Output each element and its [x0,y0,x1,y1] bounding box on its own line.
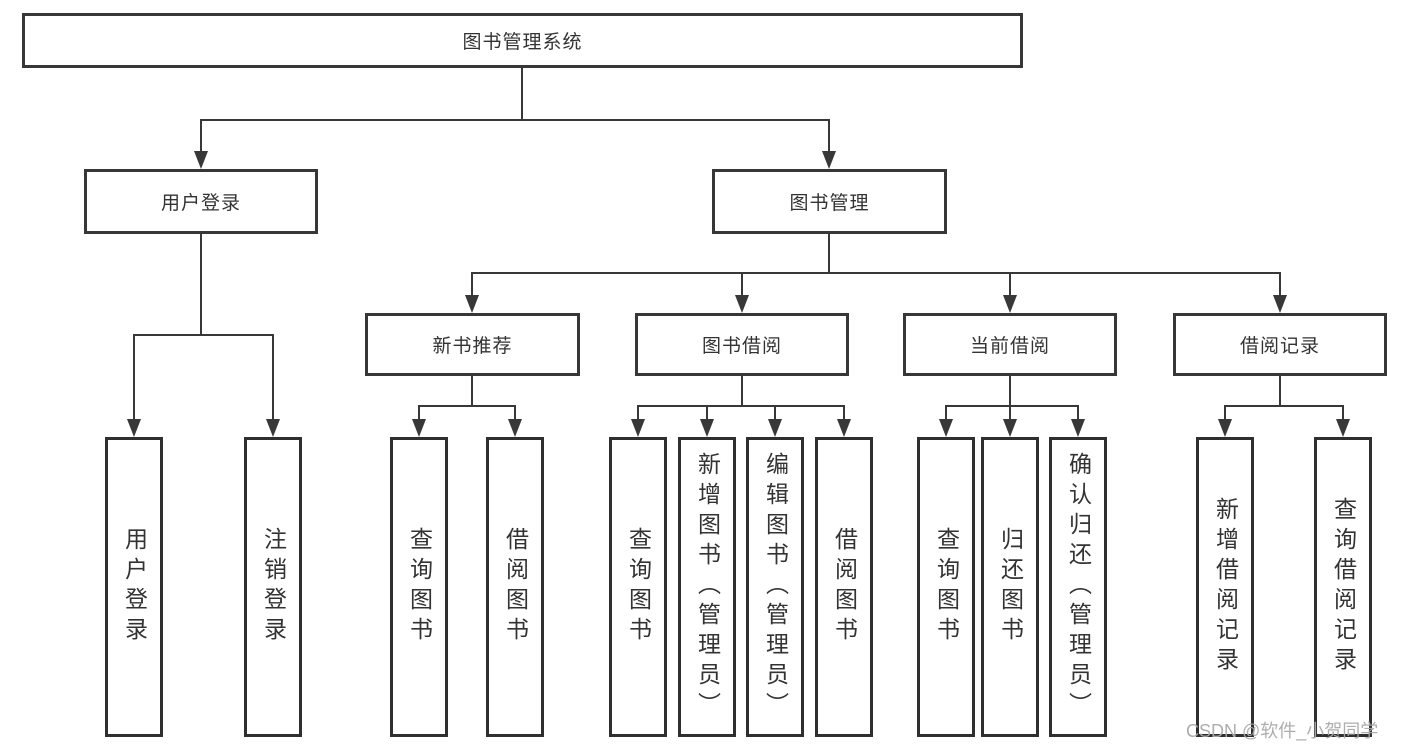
node-label: 用户登录 [160,193,241,214]
connector-vline [1009,405,1011,421]
connector-vline [706,405,708,421]
node-label: 归还图书 [997,527,1024,647]
connector-vline [1279,376,1281,407]
connector-vline [521,68,523,120]
node-new-book-recommendation: 新书推荐 [365,313,580,376]
connector-vline [843,405,845,421]
connector-vline [272,334,274,421]
node-label: 注销登录 [260,527,287,647]
arrow-down-icon [1218,419,1232,437]
node-borrowing-records: 借阅记录 [1173,313,1387,376]
node-add-books-admin: 新增图书（管理员） [678,437,736,737]
connector-vline [637,405,639,421]
node-label: 查询图书 [933,527,960,647]
node-book-borrowing: 图书借阅 [635,313,849,376]
connector-vline [471,376,473,407]
connector-vline [514,405,516,421]
node-label: 图书管理系统 [462,32,583,53]
arrow-down-icon [1336,419,1350,437]
node-edit-books-admin: 编辑图书（管理员） [746,437,804,737]
node-library-management-system: 图书管理系统 [22,13,1023,68]
node-query-books-recommend: 查询图书 [390,437,448,737]
arrow-down-icon [1071,419,1085,437]
connector-hline [945,405,1079,407]
arrow-down-icon [465,295,479,313]
connector-vline [1009,272,1011,296]
node-add-borrow-record: 新增借阅记录 [1196,437,1254,737]
arrow-down-icon [822,151,836,169]
csdn-watermark: CSDN @软件_小贺同学 [1186,721,1379,741]
node-label: 借阅记录 [1239,336,1320,357]
connector-hline [200,119,830,121]
node-borrow-books: 借阅图书 [815,437,873,737]
node-label: 查询图书 [406,527,433,647]
arrow-down-icon [194,151,208,169]
arrow-down-icon [508,419,522,437]
connector-vline [945,405,947,421]
node-label: 新增借阅记录 [1212,497,1239,677]
node-label: 查询借阅记录 [1330,497,1357,677]
connector-vline [200,234,202,335]
node-label: 新增图书（管理员） [694,452,721,722]
node-current-borrowing: 当前借阅 [903,313,1117,376]
connector-vline [828,234,830,274]
node-label: 当前借阅 [969,336,1050,357]
arrow-down-icon [837,419,851,437]
connector-vline [1077,405,1079,421]
connector-vline [741,376,743,407]
node-label: 图书借阅 [701,336,782,357]
arrow-down-icon [127,419,141,437]
arrow-down-icon [735,295,749,313]
node-confirm-return-admin: 确认归还（管理员） [1049,437,1107,737]
arrow-down-icon [768,419,782,437]
arrow-down-icon [1273,295,1287,313]
connector-vline [471,272,473,296]
node-label: 用户登录 [121,527,148,647]
arrow-down-icon [631,419,645,437]
node-label: 确认归还（管理员） [1065,452,1092,722]
connector-vline [741,272,743,296]
connector-vline [828,119,830,152]
connector-vline [1009,376,1011,407]
connector-vline [418,405,420,421]
connector-vline [1279,272,1281,296]
node-label: 图书管理 [789,193,870,214]
connector-vline [133,334,135,421]
connector-hline [1224,405,1344,407]
connector-hline [133,334,274,336]
node-label: 查询图书 [625,527,652,647]
node-label: 借阅图书 [831,527,858,647]
connector-vline [200,119,202,152]
node-user-login-leaf: 用户登录 [105,437,163,737]
arrow-down-icon [939,419,953,437]
node-label: 借阅图书 [502,527,529,647]
connector-hline [637,405,845,407]
node-return-books: 归还图书 [981,437,1039,737]
arrow-down-icon [1003,295,1017,313]
arrow-down-icon [412,419,426,437]
node-book-management: 图书管理 [712,169,947,234]
connector-vline [1224,405,1226,421]
node-user-login-branch: 用户登录 [84,169,318,234]
connector-hline [418,405,516,407]
arrow-down-icon [1003,419,1017,437]
connector-vline [1342,405,1344,421]
node-label: 新书推荐 [432,336,513,357]
node-query-books-borrow: 查询图书 [609,437,667,737]
node-query-borrow-record: 查询借阅记录 [1314,437,1372,737]
node-query-books-current: 查询图书 [917,437,975,737]
arrow-down-icon [700,419,714,437]
node-borrow-books-recommend: 借阅图书 [486,437,544,737]
node-label: 编辑图书（管理员） [762,452,789,722]
connector-hline [471,272,1281,274]
node-logout-login: 注销登录 [244,437,302,737]
arrow-down-icon [266,419,280,437]
connector-vline [774,405,776,421]
